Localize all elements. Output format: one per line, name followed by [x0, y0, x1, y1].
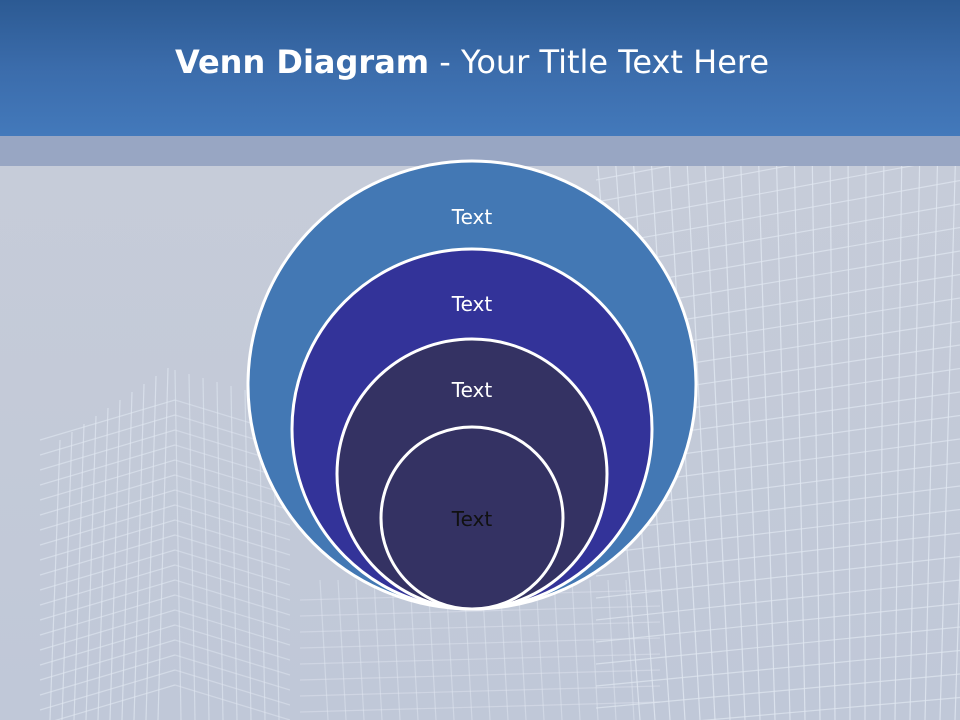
inner-circle-label: Text [451, 507, 493, 531]
title-rest-part: - Your Title Text Here [429, 43, 770, 81]
third-circle-label: Text [451, 378, 493, 402]
outer-circle-label: Text [451, 205, 493, 229]
inner-circle[interactable] [379, 425, 565, 611]
slide-title: Venn Diagram - Your Title Text Here [0, 40, 944, 84]
title-bold-part: Venn Diagram [174, 43, 430, 81]
second-circle-label: Text [451, 292, 493, 316]
header-bar [0, 0, 960, 136]
